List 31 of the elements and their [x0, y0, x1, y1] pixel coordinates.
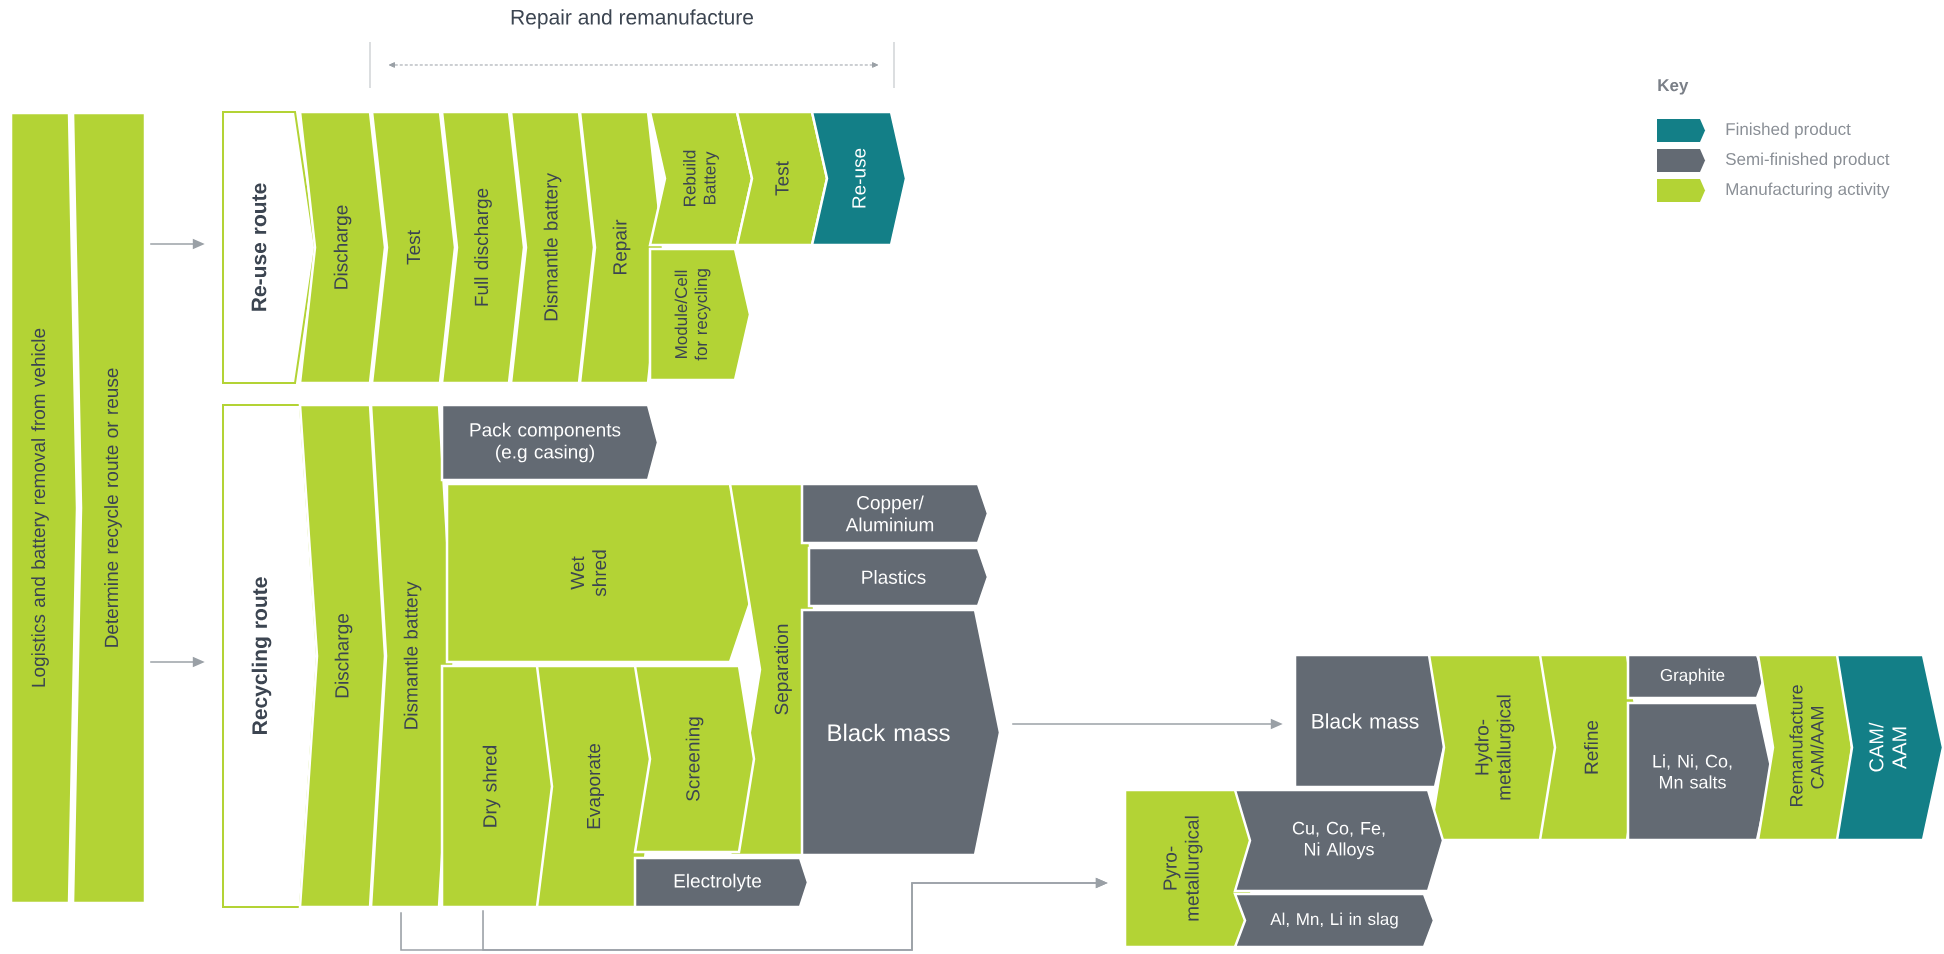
- product-box: Pack components (e.g casing): [440, 403, 660, 482]
- product-box: Black mass: [1293, 653, 1452, 789]
- process-step: Determine recycle route or reuse: [71, 111, 147, 905]
- product-box: Copper/ Aluminium: [800, 482, 990, 545]
- legend-label: Manufacturing activity: [1726, 182, 1890, 199]
- process-step: Logistics and battery removal from vehicle: [9, 111, 79, 905]
- process-step: Discharge: [298, 110, 387, 385]
- process-step: Full discharge: [440, 110, 526, 385]
- process-step: Dismantle battery: [369, 403, 456, 909]
- process-step: Repair: [578, 110, 665, 385]
- finished-product-box: CAM/ AAM: [1835, 653, 1944, 842]
- legend-label: Semi-finished product: [1725, 152, 1890, 169]
- process-step: Test: [370, 110, 457, 385]
- product-box: Plastics: [807, 546, 990, 608]
- legend-title: Key: [1658, 79, 1689, 95]
- process-step: Discharge: [298, 403, 387, 909]
- process-step: Module/Cell for recycling: [648, 247, 752, 382]
- product-box: Al, Mn, Li in slag: [1233, 892, 1436, 949]
- product-box: Electrolyte: [633, 856, 810, 909]
- process-step: Remanufacture CAM/AAM: [1756, 653, 1854, 842]
- section-title: Repair and remanufacture: [511, 9, 753, 29]
- process-step: Wet shred: [445, 482, 762, 664]
- process-step: Test: [735, 110, 829, 247]
- process-step: Screening: [633, 664, 756, 854]
- finished-product-box: Re-use: [810, 110, 908, 247]
- process-step: Rebuild Battery: [648, 110, 754, 247]
- process-step: Dismantle battery: [509, 110, 596, 385]
- product-box: Graphite: [1626, 653, 1767, 700]
- route-label-box: Re-use route: [222, 111, 317, 384]
- product-box: Cu, Co, Fe, Ni Alloys: [1233, 788, 1445, 893]
- legend-label: Finished product: [1726, 122, 1851, 139]
